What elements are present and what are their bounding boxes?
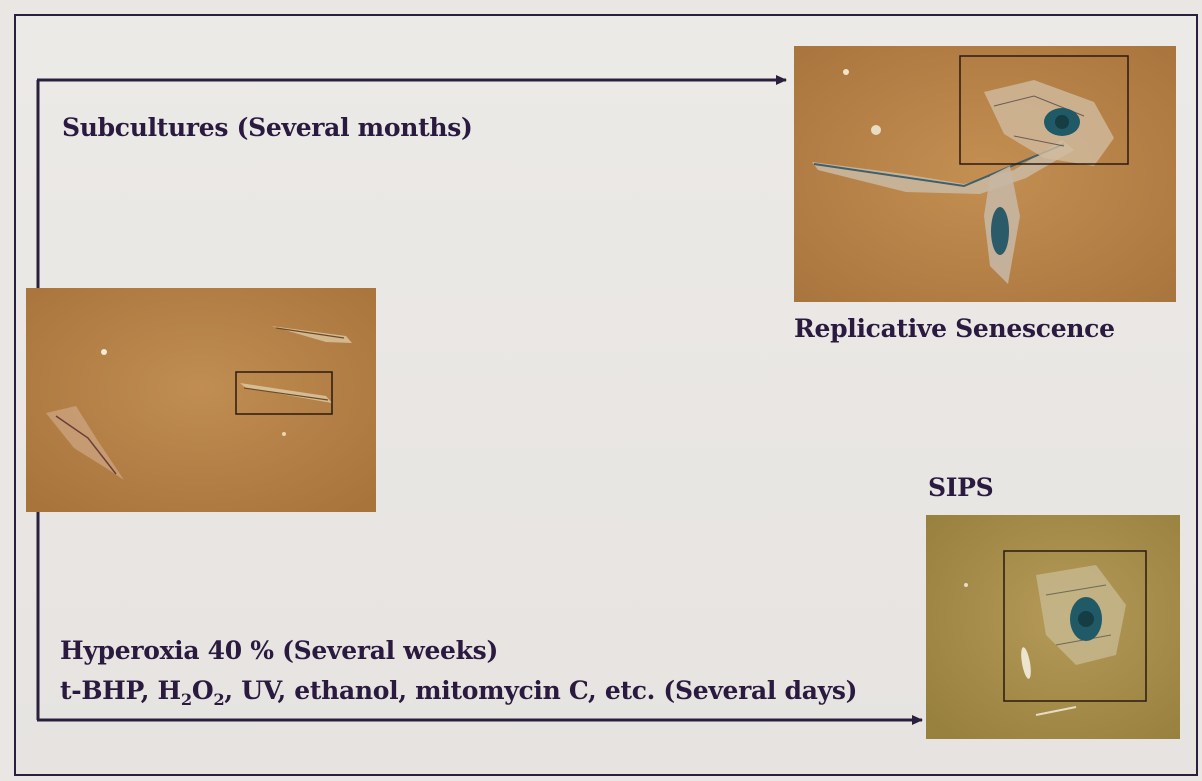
hyperoxia-label: Hyperoxia 40 % (Several weeks)	[60, 636, 498, 665]
sips-micrograph	[926, 515, 1180, 739]
replicative-senescence-label: Replicative Senescence	[794, 314, 1115, 343]
agents-mid: O	[192, 676, 213, 705]
sips-label: SIPS	[928, 473, 993, 502]
young-cells-micrograph	[26, 288, 376, 512]
top-arrow	[37, 80, 786, 288]
agents-sub-2: 2	[213, 690, 224, 709]
agents-sub-1: 2	[181, 690, 192, 709]
subcultures-label: Subcultures (Several months)	[62, 113, 473, 142]
agents-label: t-BHP, H2O2, UV, ethanol, mitomycin C, e…	[60, 676, 857, 709]
agents-prefix: t-BHP, H	[60, 676, 181, 705]
replicative-senescence-micrograph	[794, 46, 1176, 302]
agents-suffix: , UV, ethanol, mitomycin C, etc. (Severa…	[224, 676, 857, 705]
